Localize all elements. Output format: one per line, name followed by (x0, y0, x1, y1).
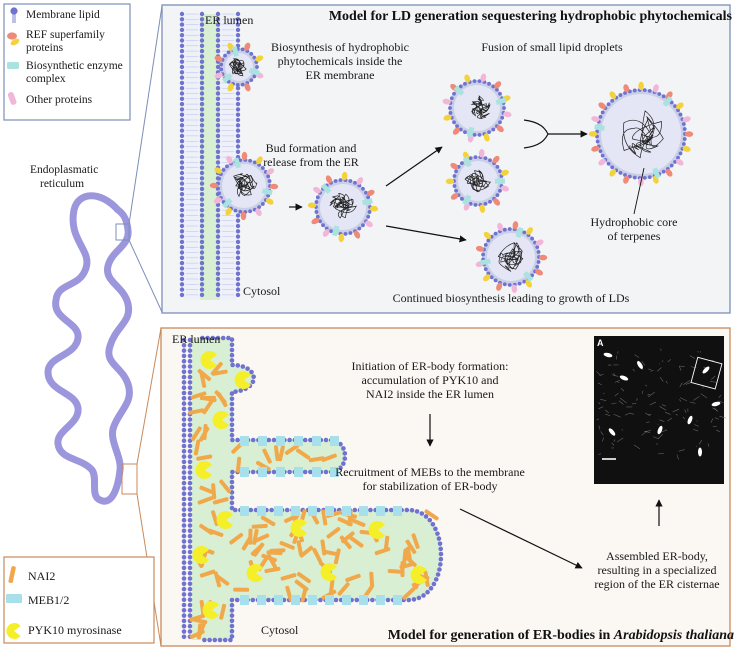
panel-bottom: ER lumen Cytosol Initiation of ER-body f… (160, 327, 734, 647)
legend-ref-label-1: REF superfamily (26, 29, 105, 41)
legend-other-label: Other proteins (26, 94, 93, 106)
top-er-lumen-label: ER lumen (205, 13, 253, 27)
pyk10-icon (6, 623, 21, 639)
fusion-text: Fusion of small lipid droplets (481, 40, 623, 54)
er-body-contents (188, 350, 439, 640)
lipid-droplet-growing (475, 221, 548, 294)
top-cytosol-label: Cytosol (243, 284, 281, 298)
er-zoom-box-top (115, 223, 130, 241)
biosynthesis-text-2: phytochemicals inside the (278, 54, 403, 68)
core-text-1: Hydrophobic core (591, 215, 678, 229)
bottom-er-lumen-label: ER lumen (172, 332, 220, 346)
zoom-line-top-1 (128, 5, 163, 225)
ref-protein-icon (7, 32, 20, 46)
legend-ref-label-2: proteins (26, 42, 64, 54)
arrow-to-fusion (385, 146, 443, 187)
lipid-bud-small (214, 42, 264, 92)
er-label-2: reticulum (40, 178, 84, 190)
initiation-text-1: Initiation of ER-body formation: (352, 359, 509, 373)
core-pointer-line (633, 167, 645, 215)
micrograph-label: A (597, 338, 604, 348)
lipid-droplet-released (307, 171, 379, 243)
meb-icon (6, 594, 22, 603)
bud-text-1: Bud formation and (266, 141, 357, 155)
legend-nai2-label: NAI2 (28, 569, 55, 583)
er-label-1: Endoplasmatic (30, 164, 98, 176)
lipid-droplet-small-1 (442, 73, 512, 143)
assembled-text-1: Assembled ER-body, (606, 549, 708, 563)
assembled-text-3: region of the ER cisternae (594, 577, 719, 591)
legend-enzyme-label-1: Biosynthetic enzyme (26, 60, 123, 72)
initiation-text-3: NAI2 inside the ER lumen (366, 387, 494, 401)
bottom-cytosol-label: Cytosol (261, 623, 299, 637)
legend-bottom-box (3, 556, 155, 644)
lipid-droplet-fused (588, 81, 694, 187)
nai2-icon (8, 566, 16, 584)
legend-enzyme-label-2: complex (26, 73, 66, 85)
legend-bottom: NAI2 MEB1/2 PYK10 myrosinase (3, 556, 155, 644)
er-body-micrograph: A (594, 336, 727, 484)
top-membrane-lipids (179, 11, 241, 298)
other-protein-icon (7, 92, 17, 105)
biosynthesis-text-3: ER membrane (306, 68, 375, 82)
lipid-droplet-small-2 (445, 149, 510, 213)
assembled-text-2: resulting in a specialized (598, 563, 717, 577)
er-lumen-band-top (200, 14, 220, 300)
enzyme-complex-icon (7, 62, 19, 69)
recruitment-text-2: for stabilization of ER-body (363, 479, 498, 493)
legend-top-box (3, 3, 131, 121)
top-panel-title: Model for LD generation sequestering hyd… (329, 9, 733, 24)
bud-text-2: release from the ER (263, 155, 359, 169)
biosynthesis-text-1: Biosynthesis of hydrophobic (271, 40, 409, 54)
legend-top: Membrane lipid REF superfamily proteins … (3, 3, 131, 121)
zoom-line-bottom-1 (136, 327, 162, 465)
growth-text: Continued biosynthesis leading to growth… (393, 291, 630, 305)
recruitment-text-1: Recruitment of MEBs to the membrane (335, 465, 525, 479)
bottom-panel-title: Model for generation of ER-bodies in Ara… (388, 628, 734, 643)
panel-top: ER lumen Cytosol Model for LD generation… (161, 4, 733, 314)
endoplasmic-reticulum-shape (44, 192, 133, 505)
legend-membrane-lipid-label: Membrane lipid (26, 9, 100, 21)
initiation-text-2: accumulation of PYK10 and (362, 373, 499, 387)
arrow-to-growth (385, 225, 467, 243)
er-zoom-box-bottom (121, 463, 138, 495)
zoom-line-top-2 (128, 239, 163, 313)
legend-meb-label: MEB1/2 (28, 593, 69, 607)
legend-pyk10-label: PYK10 myrosinase (28, 623, 122, 637)
core-text-2: of terpenes (608, 229, 661, 243)
arrow-recruitment (459, 508, 583, 569)
membrane-lipid-icon (10, 7, 18, 23)
lipid-bud-large (209, 151, 279, 221)
